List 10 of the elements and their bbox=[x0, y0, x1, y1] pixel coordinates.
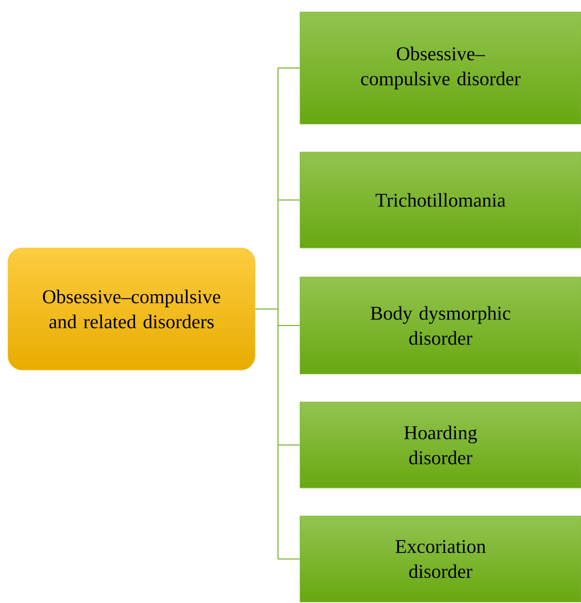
category-box: Obsessive–compulsive disorder bbox=[300, 12, 581, 124]
root-box: Obsessive–compulsive and related disorders bbox=[8, 248, 256, 370]
category-box: Body dysmorphic disorder bbox=[300, 276, 581, 374]
connector-line bbox=[278, 558, 300, 560]
connector-line bbox=[278, 325, 300, 326]
category-box: Excoriation disorder bbox=[300, 516, 581, 602]
category-box: Trichotillomania bbox=[300, 152, 581, 248]
connector-line bbox=[254, 308, 278, 310]
category-box: Hoarding disorder bbox=[300, 402, 581, 488]
connector-line bbox=[278, 444, 300, 446]
